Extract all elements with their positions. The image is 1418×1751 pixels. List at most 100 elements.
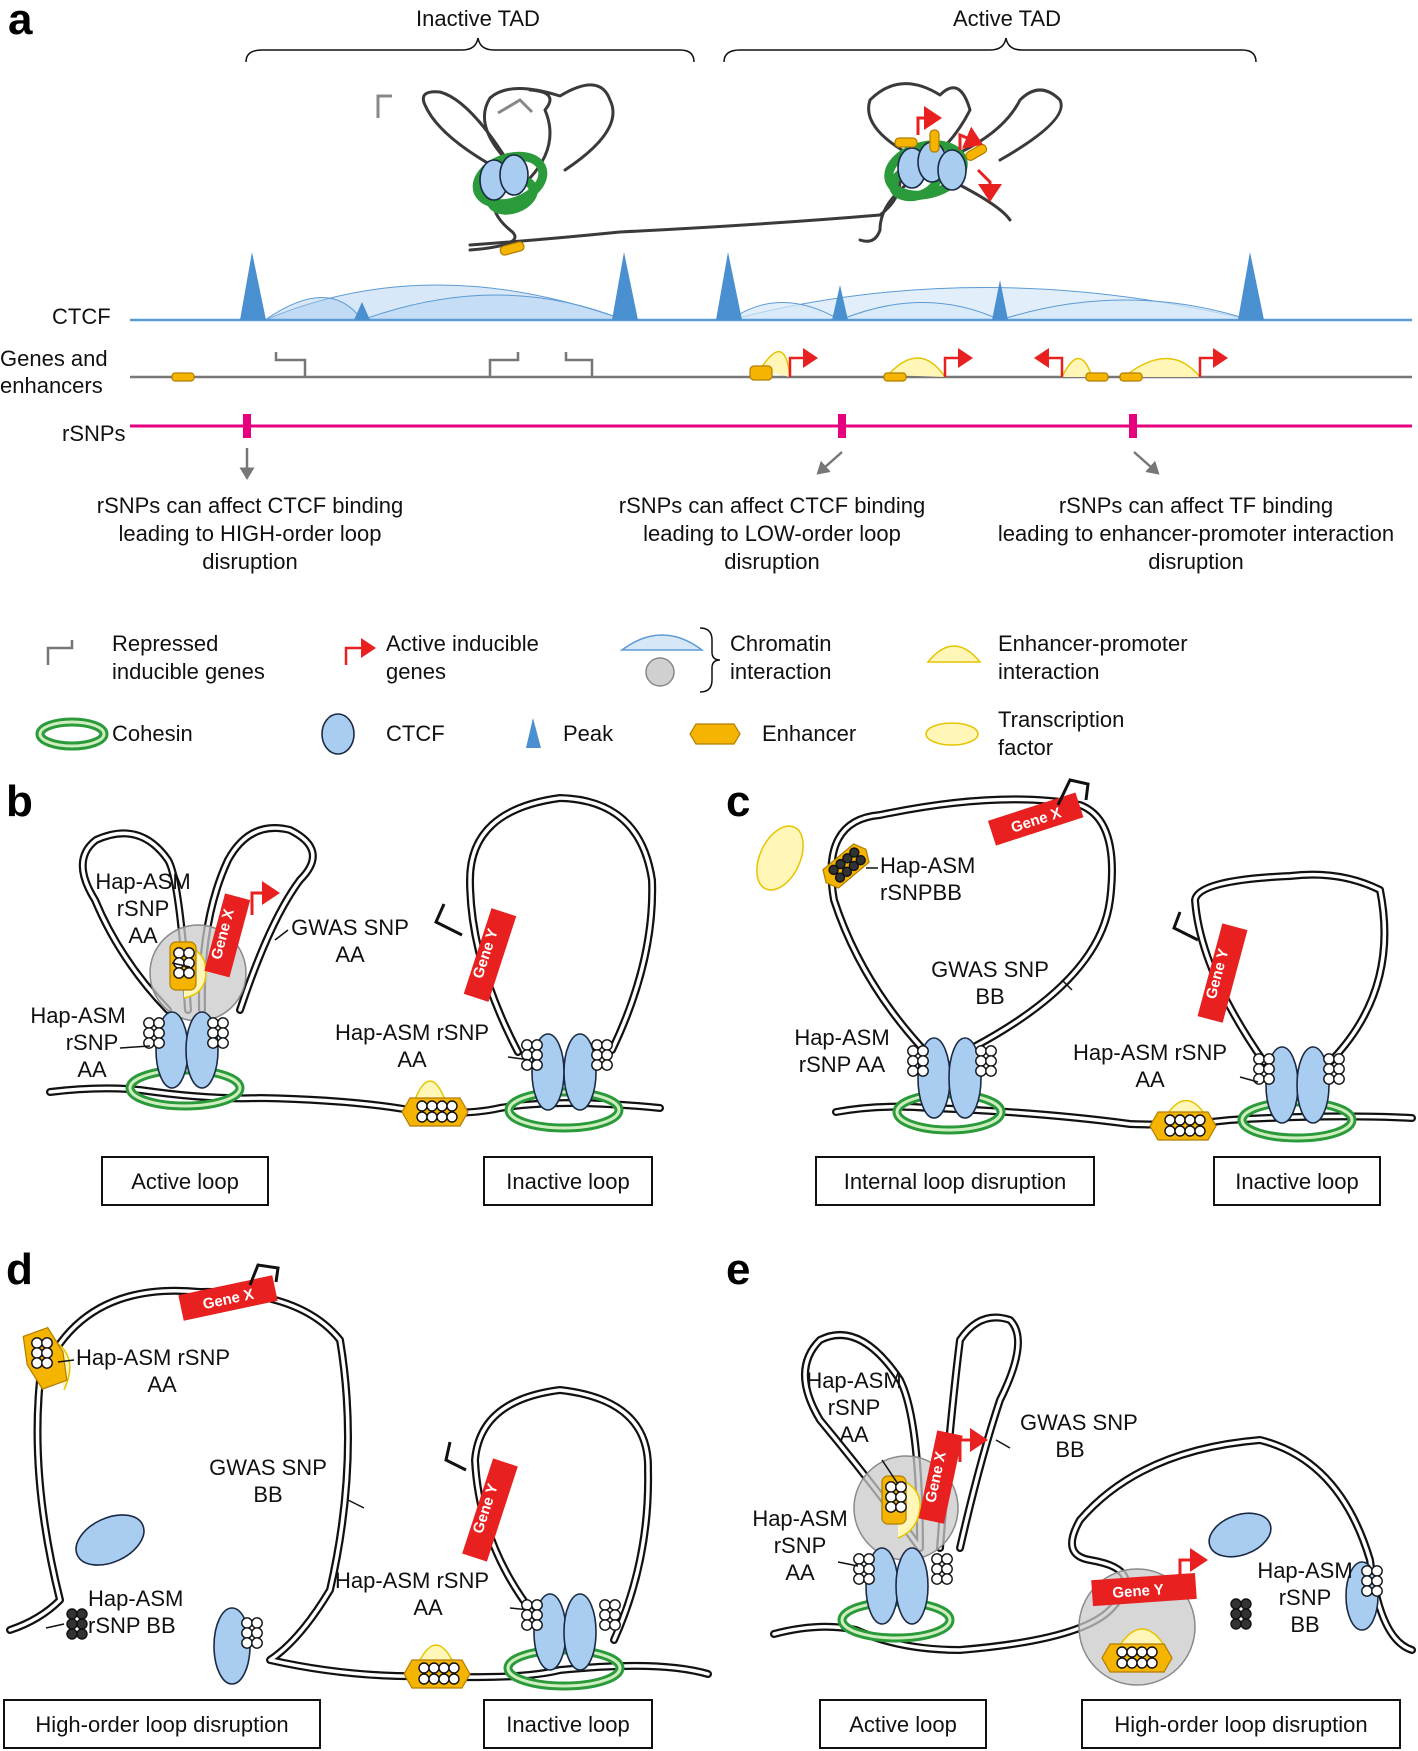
svg-text:rSNPs can affect TF binding: rSNPs can affect TF binding xyxy=(1059,493,1333,518)
panel-a-label: a xyxy=(8,0,33,44)
ctcf-icon xyxy=(321,713,355,755)
panel-d-label: d xyxy=(6,1245,33,1294)
transcription-factor-icon xyxy=(925,722,979,746)
peak-5 xyxy=(832,285,848,320)
gwas-d-1: GWAS SNP xyxy=(209,1455,327,1480)
peak-4 xyxy=(716,252,742,320)
chromatin-brace xyxy=(699,627,721,693)
gene-x-d: Gene X xyxy=(178,1275,278,1321)
rsnp-marker-2 xyxy=(838,414,846,438)
hap-b1-3: AA xyxy=(128,923,158,948)
ctcf-c4 xyxy=(1296,1046,1330,1124)
track-label-rsnps: rSNPs xyxy=(62,421,126,446)
hap-c2-1: Hap-ASM xyxy=(794,1025,889,1050)
hap-e1-3: AA xyxy=(839,1422,869,1447)
svg-text:leading to LOW-order loop: leading to LOW-order loop xyxy=(643,521,901,546)
hap-d2-2: rSNP BB xyxy=(88,1613,176,1638)
panel-c-label: c xyxy=(726,777,750,826)
note-high-order: rSNPs can affect CTCF binding leading to… xyxy=(97,493,404,574)
gwas-e-1: GWAS SNP xyxy=(1020,1410,1138,1435)
hap-b2-3: AA xyxy=(77,1057,107,1082)
legend: Repressed inducible genes Active inducib… xyxy=(35,627,1188,760)
ctcf-track xyxy=(130,252,1412,322)
hap-b2-1: Hap-ASM xyxy=(30,1003,125,1028)
svg-text:High-order loop disruption: High-order loop disruption xyxy=(35,1712,288,1737)
track-label-genes-1: Genes and xyxy=(0,346,108,371)
svg-text:rSNPs can affect CTCF binding: rSNPs can affect CTCF binding xyxy=(619,493,926,518)
peak-1 xyxy=(240,252,266,320)
active-arrow-e2 xyxy=(1178,1548,1208,1577)
gene-y-d: Gene Y xyxy=(462,1458,518,1562)
hap-e1-2: rSNP xyxy=(828,1395,881,1420)
legend-chromatin-2: interaction xyxy=(730,659,832,684)
panel-b: b Gene X Gene Y xyxy=(6,777,664,1206)
svg-text:Active loop: Active loop xyxy=(849,1712,957,1737)
svg-text:disruption: disruption xyxy=(724,549,819,574)
hap-b3-2: AA xyxy=(397,1047,427,1072)
legend-chromatin-1: Chromatin xyxy=(730,631,831,656)
hap-d3-2: AA xyxy=(413,1595,443,1620)
enhancer-e2 xyxy=(1101,1643,1173,1673)
svg-text:Active loop: Active loop xyxy=(131,1169,239,1194)
peak-2 xyxy=(354,302,370,320)
box-active-loop-e xyxy=(819,1699,987,1749)
active-tad-bracket xyxy=(723,37,1257,63)
svg-text:High-order loop disruption: High-order loop disruption xyxy=(1114,1712,1367,1737)
note-tf-binding: rSNPs can affect TF binding leading to e… xyxy=(998,493,1394,574)
box-internal-loop-c xyxy=(815,1156,1095,1206)
hap-e1-1: Hap-ASM xyxy=(806,1368,901,1393)
chromatin-arc-icon xyxy=(619,634,705,651)
hap-b1-2: rSNP xyxy=(117,896,170,921)
legend-ep-1: Enhancer-promoter xyxy=(998,631,1188,656)
gwas-c-1: GWAS SNP xyxy=(931,957,1049,982)
enhancer-icon xyxy=(689,723,741,745)
svg-text:Inactive loop: Inactive loop xyxy=(506,1712,630,1737)
panel-b-label: b xyxy=(6,777,33,826)
hap-b2-2: rSNP xyxy=(66,1030,119,1055)
svg-text:Internal loop disruption: Internal loop disruption xyxy=(844,1169,1067,1194)
svg-text:Inactive loop: Inactive loop xyxy=(1235,1169,1359,1194)
track-label-genes-2: enhancers xyxy=(0,373,103,398)
hap-c2-2: rSNP AA xyxy=(799,1052,886,1077)
hap-d2-1: Hap-ASM xyxy=(88,1586,183,1611)
ctcf-d-free xyxy=(75,1514,145,1566)
gwas-c-2: BB xyxy=(975,984,1004,1009)
hap-c1-1: Hap-ASM xyxy=(880,853,975,878)
active-arrow-b xyxy=(250,881,280,915)
panel-c: c Gene X Gene Y xyxy=(726,777,1416,1206)
box-inactive-loop-d xyxy=(483,1699,653,1749)
enhancer-promoter-icon xyxy=(926,645,982,663)
ctcf-e2 xyxy=(895,1547,929,1625)
peak-7 xyxy=(1238,252,1264,320)
hap-d1-1: Hap-ASM rSNP xyxy=(76,1345,230,1370)
svg-text:leading to enhancer-promoter i: leading to enhancer-promoter interaction xyxy=(998,521,1394,546)
svg-text:Gene Y: Gene Y xyxy=(1112,1581,1164,1602)
hap-d3-1: Hap-ASM rSNP xyxy=(335,1568,489,1593)
chromatin-sphere-icon xyxy=(645,657,675,687)
box-active-loop-b xyxy=(101,1156,269,1206)
gwas-b-2: AA xyxy=(335,942,365,967)
legend-peak: Peak xyxy=(563,721,614,746)
ctcf-b4 xyxy=(563,1033,597,1111)
legend-active-1: Active inducible xyxy=(386,631,539,656)
hap-e2-3: AA xyxy=(785,1560,815,1585)
hap-b1-1: Hap-ASM xyxy=(95,869,190,894)
box-high-order-e xyxy=(1081,1699,1401,1749)
ctcf-e-free xyxy=(1208,1512,1272,1558)
active-tad-label: Active TAD xyxy=(953,6,1061,31)
peak-icon xyxy=(526,718,541,748)
hap-c3-1: Hap-ASM rSNP xyxy=(1073,1040,1227,1065)
hap-e2-2: rSNP xyxy=(774,1533,827,1558)
panel-e-label: e xyxy=(726,1245,750,1294)
hap-b3-1: Hap-ASM rSNP xyxy=(335,1020,489,1045)
peak-3 xyxy=(612,252,638,320)
active-gene-icon xyxy=(344,638,376,665)
gwas-b-1: GWAS SNP xyxy=(291,915,409,940)
inactive-tad-label: Inactive TAD xyxy=(416,6,540,31)
hap-d1-2: AA xyxy=(147,1372,177,1397)
gwas-e-2: BB xyxy=(1055,1437,1084,1462)
inactive-tad-bracket xyxy=(245,37,695,63)
legend-cohesin: Cohesin xyxy=(112,721,193,746)
panel-a: a Inactive TAD Active TAD xyxy=(0,0,1412,574)
